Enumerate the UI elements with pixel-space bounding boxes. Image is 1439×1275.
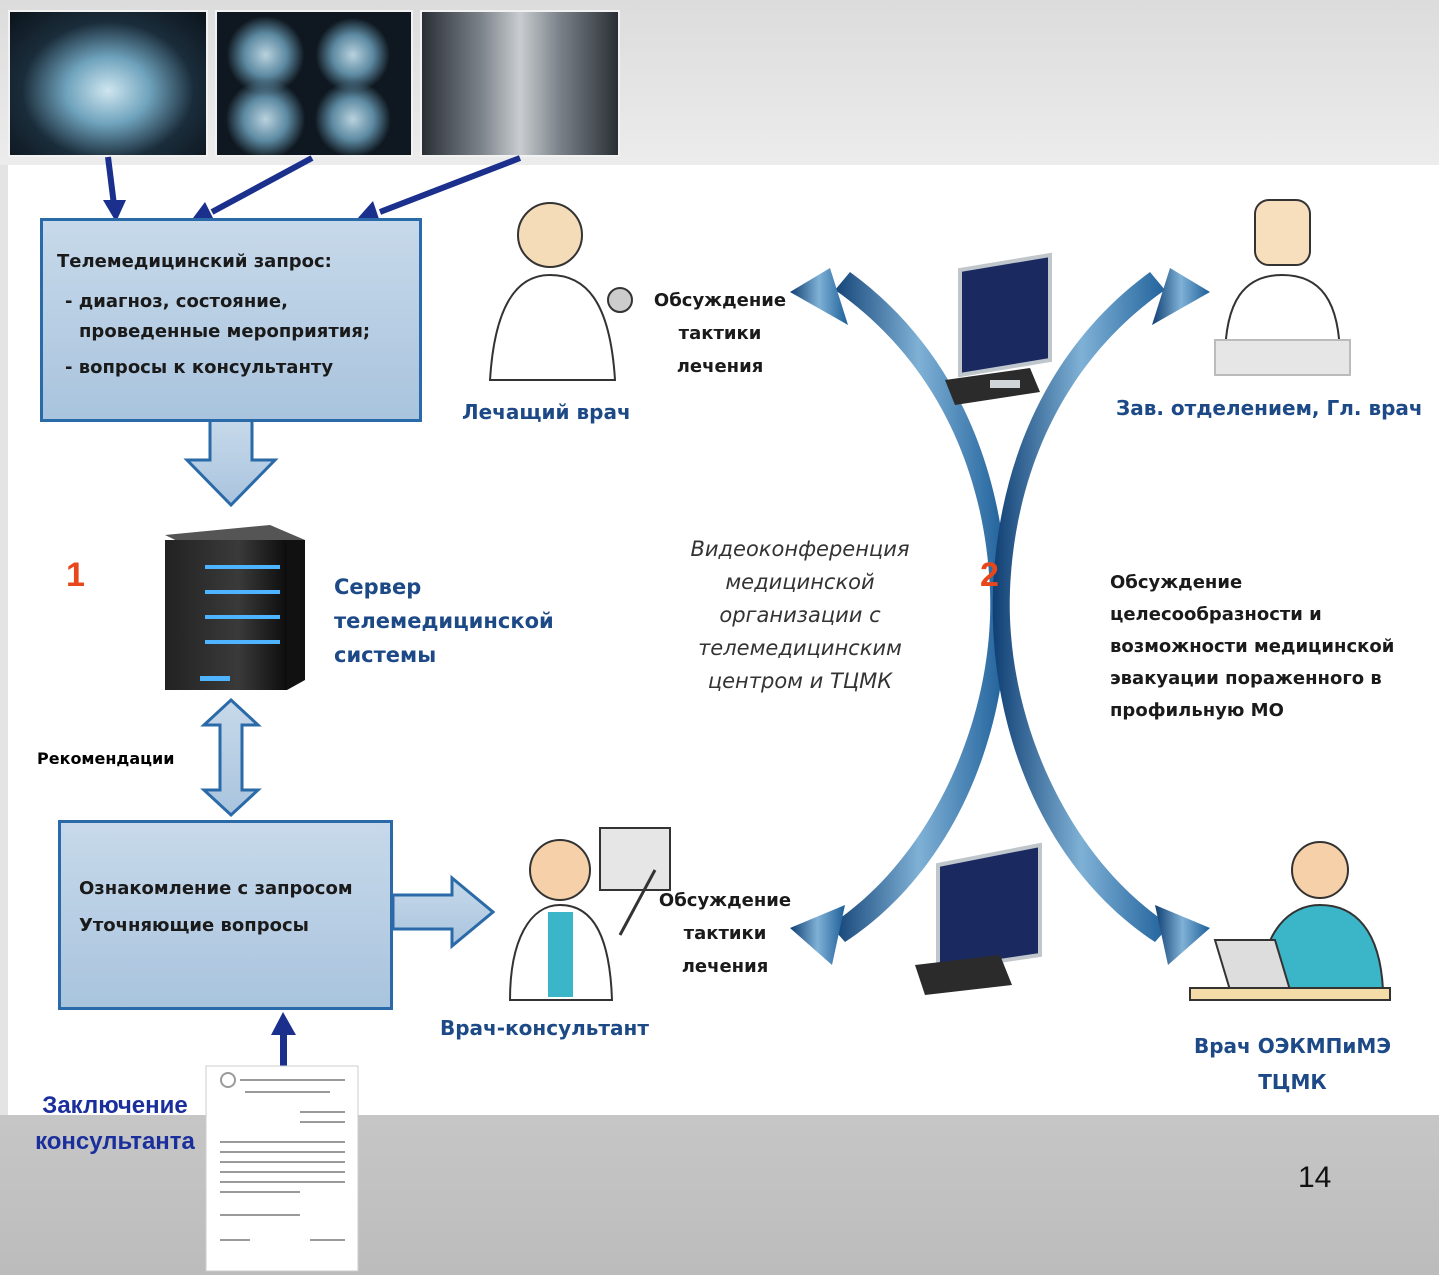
oekmp-label: Врач ОЭКМПиМЭ ТЦМК xyxy=(1175,1028,1410,1100)
server-tower-icon xyxy=(165,525,305,690)
head-doctor-icon xyxy=(1214,199,1351,376)
head-label: Зав. отделением, Гл. врач xyxy=(1116,396,1423,420)
consultant-discussion-line3: лечения xyxy=(681,956,769,977)
oekmp-doctor-icon xyxy=(1189,841,1391,1001)
videoconf-line5: центром и ТЦМК xyxy=(707,669,893,693)
videoconf-line4: телемедицинским xyxy=(698,636,902,660)
step-number-2: 2 xyxy=(980,556,999,594)
mri-scans-image xyxy=(215,10,413,157)
attending-discussion-line2: тактики xyxy=(678,323,762,344)
conclusion-label: Заключение консультанта xyxy=(0,1088,230,1160)
conclusion-line1: Заключение xyxy=(42,1092,188,1119)
evacuation-text: Обсуждение целесообразности и возможност… xyxy=(1110,567,1394,727)
consultant-discussion: Обсуждение тактики лечения xyxy=(645,884,805,983)
down-arrow xyxy=(183,418,279,508)
request-line-questions: - вопросы к консультанту xyxy=(65,357,334,378)
monitor-icon-top xyxy=(945,252,1052,405)
attending-doctor-icon xyxy=(488,202,633,381)
consultant-doctor-icon xyxy=(508,827,671,1001)
request-line-diagnosis: - диагноз, состояние, xyxy=(65,291,288,312)
step-number-1: 1 xyxy=(66,556,85,594)
videoconf-line3: организации с xyxy=(719,603,881,627)
monitor-icon-bottom xyxy=(915,842,1042,995)
videoconf-line1: Видеоконференция xyxy=(690,537,910,561)
evacuation-line5: профильную МО xyxy=(1110,700,1284,721)
page-number: 14 xyxy=(1298,1161,1332,1194)
evacuation-line3: возможности медицинской xyxy=(1110,636,1395,657)
server-label-line3: системы xyxy=(334,643,437,667)
consultant-discussion-line2: тактики xyxy=(683,923,767,944)
server-label-line1: Сервер xyxy=(334,575,422,599)
attending-discussion: Обсуждение тактики лечения xyxy=(640,284,800,383)
videoconference-text: Видеоконференция медицинской организации… xyxy=(655,533,945,698)
ct-scan-image xyxy=(8,10,208,157)
request-box: Телемедицинский запрос: - диагноз, состо… xyxy=(40,218,422,422)
conclusion-line2: консультанта xyxy=(35,1128,195,1155)
scan-arrows xyxy=(103,155,522,225)
attending-label: Лечащий врач xyxy=(462,400,631,424)
recommendations-label: Рекомендации xyxy=(37,749,175,768)
evacuation-line4: эвакуации пораженного в xyxy=(1110,668,1382,689)
evacuation-line1: Обсуждение xyxy=(1110,572,1243,593)
server-label-line2: телемедицинской xyxy=(334,609,554,633)
recommendations-arrow xyxy=(200,697,262,818)
attending-discussion-line3: лечения xyxy=(676,356,764,377)
evacuation-line2: целесообразности и xyxy=(1110,604,1322,625)
review-box: Ознакомление с запросом Уточняющие вопро… xyxy=(58,820,393,1010)
right-arrow xyxy=(391,874,496,950)
conclusion-document-icon xyxy=(205,1065,359,1272)
review-line2: Уточняющие вопросы xyxy=(79,915,309,936)
oekmp-line1: Врач ОЭКМПиМЭ xyxy=(1193,1034,1391,1058)
videoconf-line2: медицинской xyxy=(725,570,875,594)
oekmp-line2: ТЦМК xyxy=(1258,1070,1327,1094)
consultant-discussion-line1: Обсуждение xyxy=(658,890,792,911)
review-line1: Ознакомление с запросом xyxy=(79,878,353,899)
server-label: Сервер телемедицинской системы xyxy=(334,570,554,672)
attending-discussion-line1: Обсуждение xyxy=(653,290,787,311)
consultant-label: Врач-консультант xyxy=(440,1016,649,1040)
chest-xray-image xyxy=(420,10,620,157)
conference-curves xyxy=(790,268,1210,965)
request-title: Телемедицинский запрос: xyxy=(57,251,332,272)
conclusion-arrow xyxy=(271,1012,296,1070)
request-line-measures: проведенные мероприятия; xyxy=(79,321,371,342)
